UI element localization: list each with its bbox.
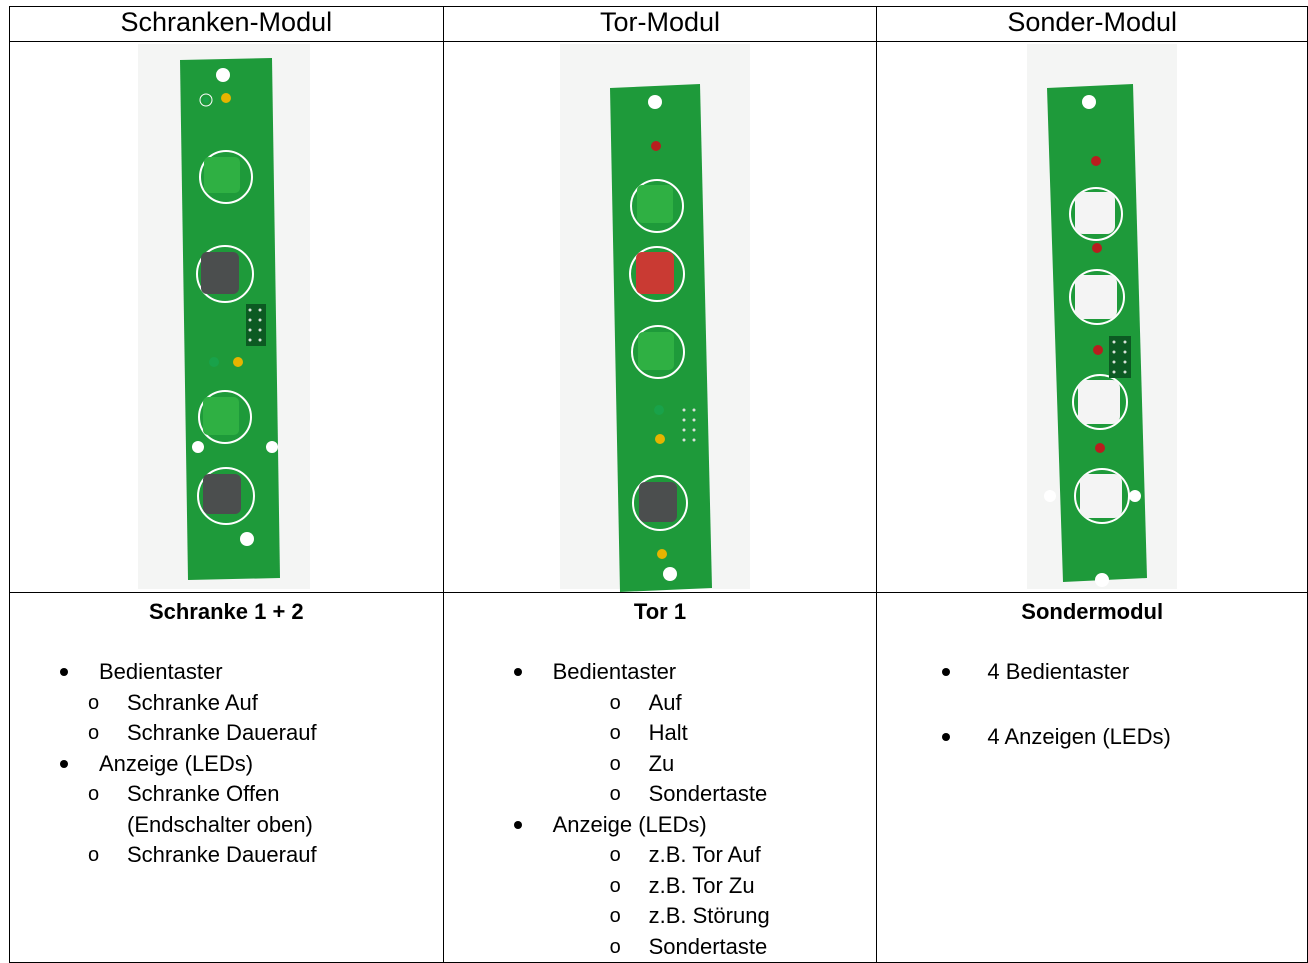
list-item: o z.B. Tor Zu	[609, 872, 755, 898]
cell-desc-tor: Tor 1 Bedientaster o Auf o Halt	[442, 592, 878, 963]
list-item: Anzeige (LEDs) o z.B. Tor Auf o z.B. Tor…	[444, 810, 877, 963]
list-item: o Sondertaste	[609, 781, 768, 806]
pcb-photo-sonder	[1044, 84, 1148, 587]
sub-list: o z.B. Tor Auf o z.B. Tor Zu o z.B. Stör…	[553, 840, 877, 962]
bullet-dot	[60, 759, 68, 768]
button-s5	[203, 474, 241, 514]
button-s11	[635, 252, 674, 294]
header-schranken-modul: Schranken-Modul	[9, 6, 444, 42]
led-d17	[233, 357, 243, 367]
button-s9	[638, 482, 677, 522]
led-d9	[1095, 443, 1106, 453]
pcb-photo-tor	[609, 84, 712, 592]
led-d22	[654, 434, 665, 444]
list-item: o z.B. Tor Auf	[609, 842, 761, 867]
description-row: Schranke 1 + 2 Bedientaster o Schranke A…	[9, 592, 1308, 963]
led-d16	[1091, 156, 1102, 166]
list-item: Bedientaster o Auf o Halt o Zu	[444, 657, 877, 810]
feature-list-schranken: Bedientaster o Schranke Auf o Schranke D…	[10, 657, 443, 871]
led-d21	[656, 549, 667, 559]
image-row	[9, 41, 1308, 593]
bullet-dot	[942, 668, 951, 676]
button-s1	[1080, 474, 1123, 518]
button-s3	[1075, 275, 1118, 319]
list-item: o Auf	[609, 689, 682, 715]
list-item: Bedientaster o Schranke Auf o Schranke D…	[10, 657, 443, 749]
led-d19	[221, 93, 231, 103]
cell-photo-tor	[442, 41, 878, 593]
list-item: o Zu	[609, 750, 675, 776]
sub-list: o Schranke Auf o Schranke Dauerauf	[88, 688, 443, 749]
mount-hole-right	[266, 441, 278, 453]
led-d15	[1092, 243, 1103, 253]
led-d20	[203, 97, 209, 103]
feature-list-tor: Bedientaster o Auf o Halt o Zu	[444, 657, 877, 962]
bullet-dot	[60, 668, 68, 676]
button-s7	[201, 252, 239, 294]
button-s6	[203, 397, 239, 435]
sub-list: o Schranke Offen (Endschalter oben) o Sc…	[88, 779, 443, 871]
desc-title-schranken: Schranke 1 + 2	[148, 599, 304, 624]
led-d24	[650, 141, 661, 151]
cell-photo-sonder	[876, 41, 1308, 593]
bullet-dot	[513, 820, 522, 829]
cell-desc-sonder: Sondermodul 4 Bedientaster 4 Anzeigen (L…	[876, 592, 1308, 963]
pcb-photo-schranken	[180, 58, 280, 580]
sub-list: o Auf o Halt o Zu o Sond	[553, 688, 877, 810]
button-s4	[1075, 192, 1116, 234]
list-item: o Halt	[609, 720, 688, 745]
bullet-dot	[513, 668, 522, 676]
list-item: o Schranke Auf	[88, 689, 258, 715]
mount-hole-bottom	[240, 532, 254, 546]
mount-hole-left	[192, 441, 204, 453]
button-s12	[636, 185, 673, 223]
list-item: o Schranke Dauerauf	[88, 720, 317, 745]
mount-hole-top	[216, 68, 230, 82]
button-s2	[1078, 380, 1121, 424]
list-item: o Schranke Offen (Endschalter oben)	[88, 781, 313, 837]
desc-title-sonder: Sondermodul	[1021, 599, 1164, 624]
list-item: o z.B. Störung	[609, 903, 770, 928]
led-d14	[1093, 345, 1104, 355]
list-item: Anzeige (LEDs) o Schranke Offen (Endscha…	[10, 749, 443, 871]
cell-desc-schranken: Schranke 1 + 2 Bedientaster o Schranke A…	[9, 592, 444, 963]
button-s10	[637, 332, 674, 370]
feature-list-sonder: 4 Bedientaster 4 Anzeigen (LEDs)	[877, 657, 1307, 752]
led-d23	[653, 405, 664, 415]
mount-hole-top	[1082, 95, 1097, 109]
header-tor-modul: Tor-Modul	[442, 6, 878, 42]
led-d18	[209, 357, 219, 367]
mount-hole-bottom	[1095, 573, 1110, 587]
cell-photo-schranken	[9, 41, 444, 593]
list-item: 4 Bedientaster	[877, 657, 1307, 688]
header-row: Schranken-Modul Tor-Modul Sonder-Modul	[9, 6, 1308, 42]
header-sonder-modul: Sonder-Modul	[876, 6, 1308, 42]
list-item: o Schranke Dauerauf	[88, 842, 317, 867]
mount-hole-bottom	[662, 567, 677, 581]
desc-title-tor: Tor 1	[633, 599, 687, 624]
bullet-dot	[942, 732, 951, 741]
button-s8	[204, 157, 240, 193]
mount-hole-top	[647, 95, 662, 109]
list-item: 4 Anzeigen (LEDs)	[877, 722, 1307, 753]
module-table: Schranken-Modul Tor-Modul Sonder-Modul	[9, 6, 1308, 963]
list-item: o Sondertaste	[609, 933, 768, 959]
